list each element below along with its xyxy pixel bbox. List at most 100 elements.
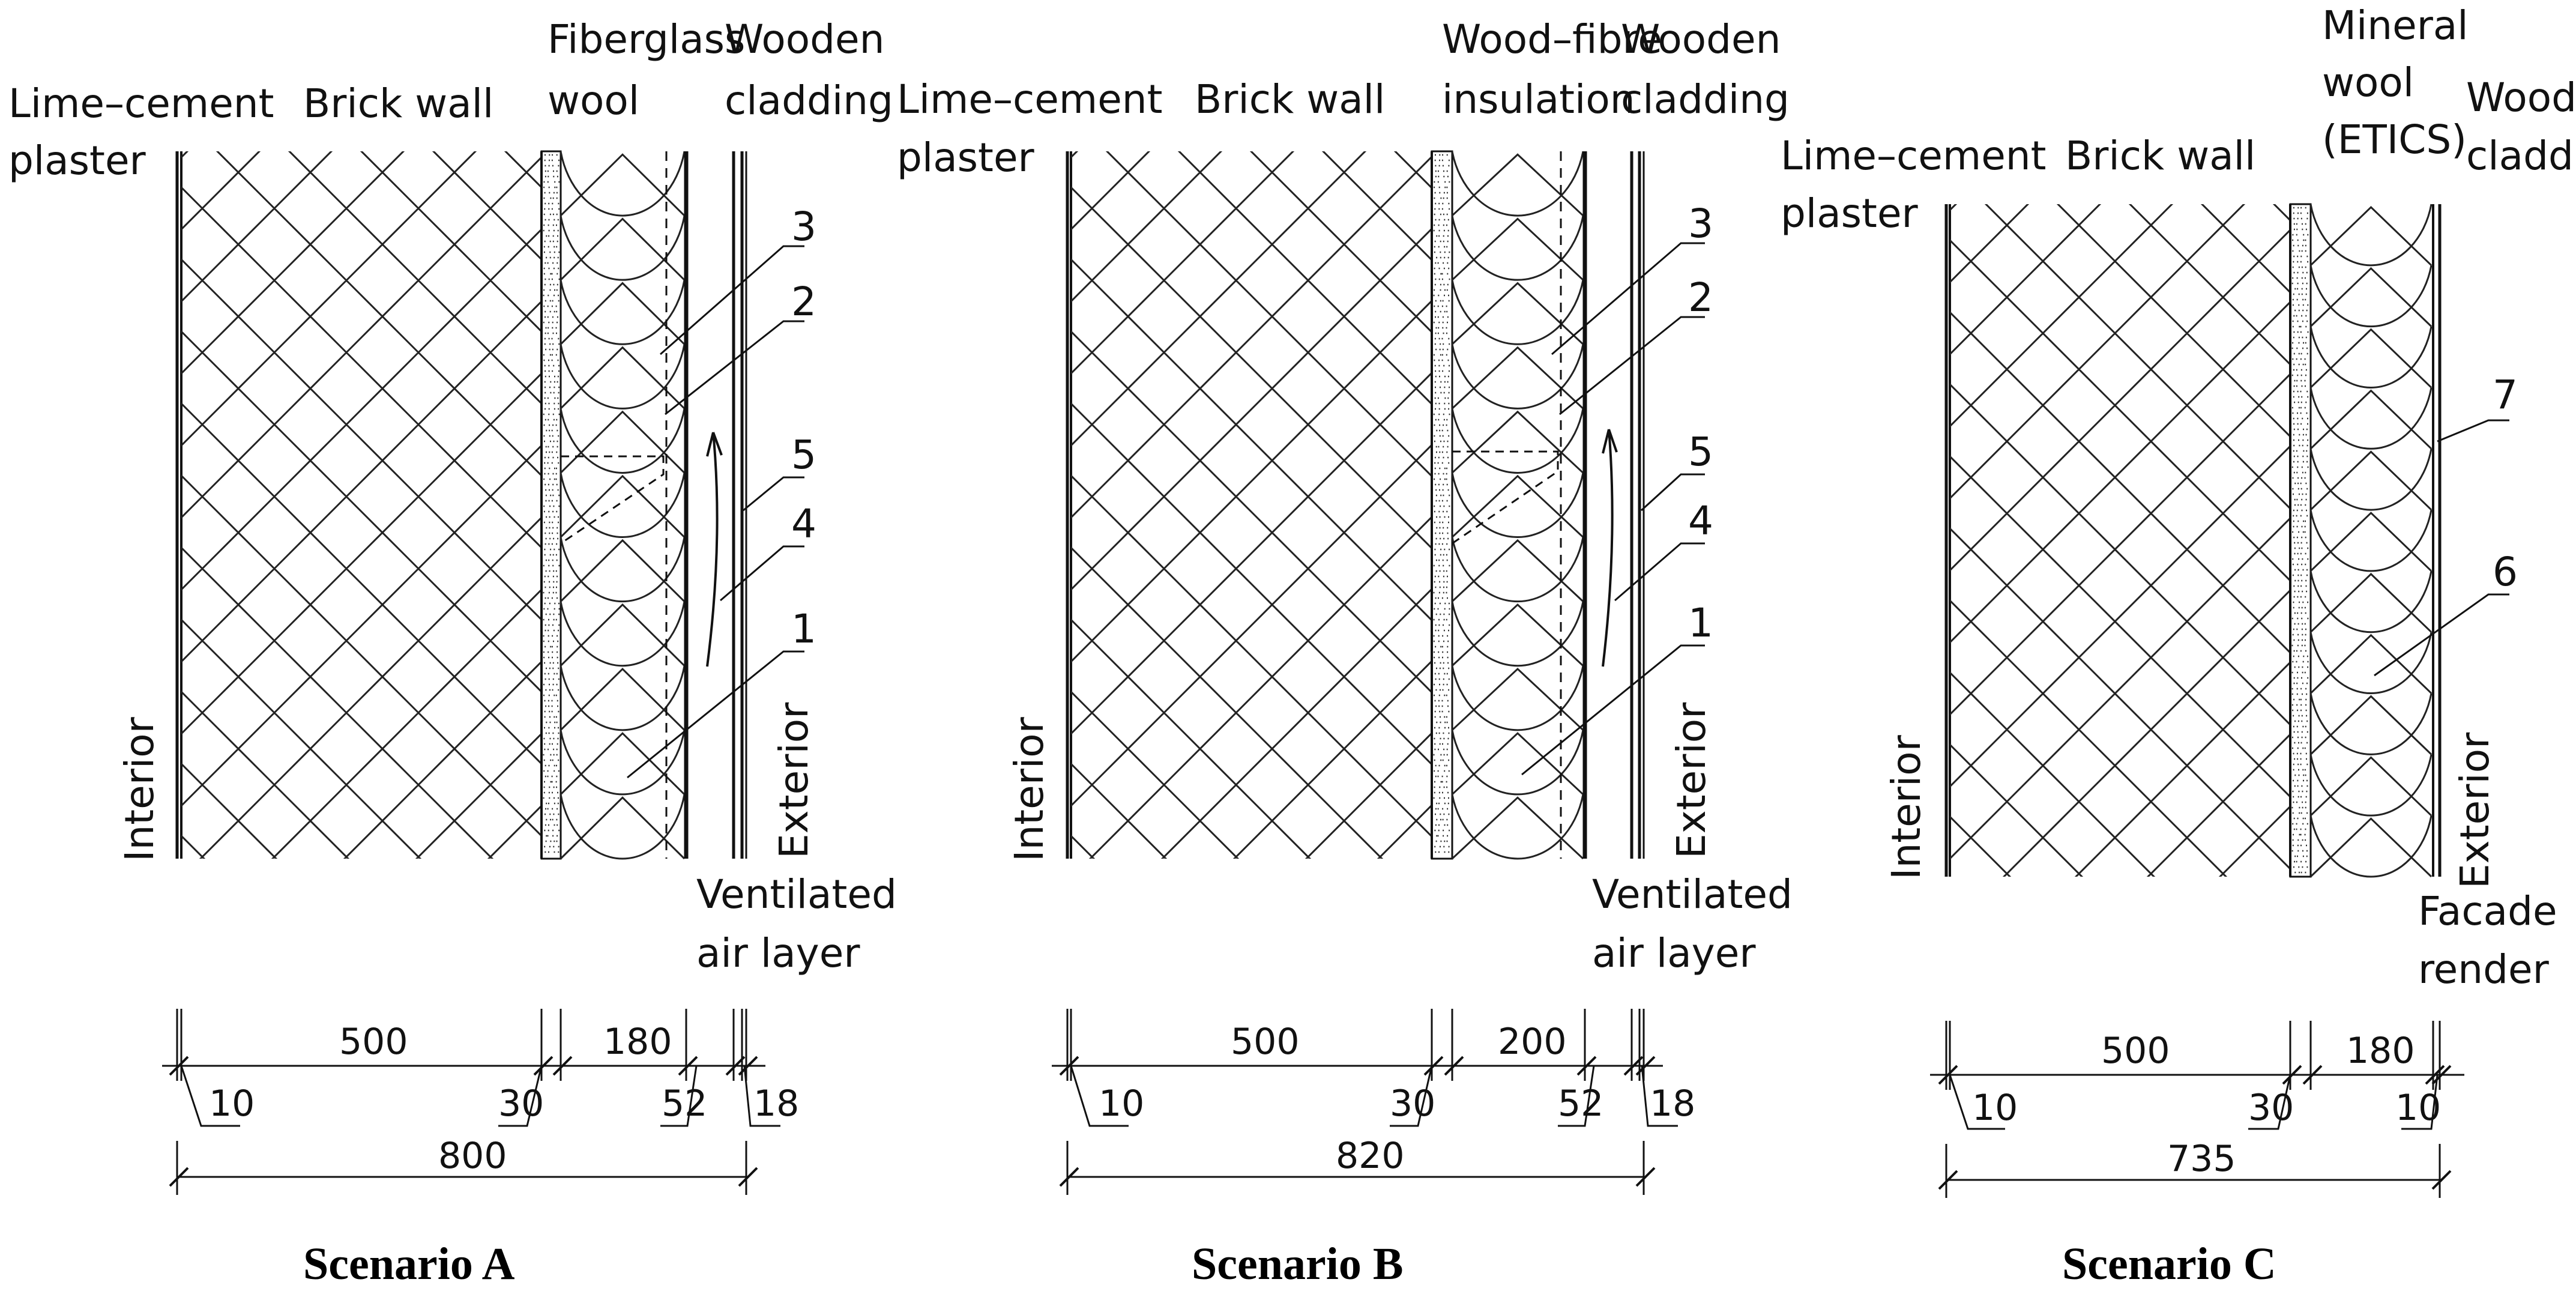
callout-4: 4 [1688, 498, 1713, 544]
adhesive-layer [1431, 150, 1453, 860]
dim-plaster: 10 [1972, 1087, 2018, 1129]
insulation-label-line2: insulation [1442, 76, 1635, 122]
brick-hatch [181, 151, 541, 859]
airflow-arrowhead [706, 432, 723, 457]
scenario-b: Lime–cement plaster Brick wall Wood–fibr… [897, 16, 1793, 1289]
insulation-label-line2: wool [2322, 59, 2414, 106]
callout-4-leader [1614, 542, 1705, 602]
bottom-label-line2: air layer [696, 930, 860, 976]
bottom-label-line1: Facade [2418, 888, 2557, 934]
exterior-label: Exterior [771, 702, 817, 859]
interior-label: Interior [1883, 734, 1929, 880]
plaster-label-line2: plaster [1781, 190, 1919, 237]
plaster-label-line1: Lime–cement [8, 80, 274, 127]
brick-hatch [1071, 151, 1432, 859]
airflow-arrowhead [1602, 429, 1618, 454]
dimension-ticks [1938, 1065, 2452, 1190]
callout-1-leader [1521, 644, 1705, 776]
plaster-label-line1: Lime–cement [1781, 133, 2047, 179]
callout-2: 2 [791, 279, 816, 325]
anchor-detail [1452, 450, 1559, 545]
scenario-c: Lime–cement plaster Brick wall Mineral w… [1781, 2, 2576, 1289]
adhesive-layer [2289, 203, 2312, 878]
callout-2-leader [665, 320, 804, 416]
insulation-label-line1: Wood–fibre [1442, 16, 1662, 62]
dim-render: 10 [2395, 1087, 2441, 1129]
dim-cladding: 18 [1650, 1083, 1695, 1125]
dim-brick: 500 [2101, 1030, 2170, 1072]
brick-hatch [1950, 204, 2290, 877]
scenario-caption: Scenario A [303, 1239, 515, 1289]
plaster-label-line2: plaster [8, 138, 146, 184]
scenario-caption: Scenario B [1192, 1239, 1404, 1289]
callout-3: 3 [1688, 201, 1713, 247]
callout-2-leader [1559, 316, 1705, 416]
adhesive-dots [2291, 207, 2309, 874]
brick-wall-label: Brick wall [2065, 133, 2255, 179]
exterior-label: Exterior [1668, 702, 1715, 859]
adhesive-layer [540, 150, 562, 860]
adhesive-dots [543, 154, 560, 853]
dim-plaster: 10 [209, 1083, 255, 1125]
callout-5: 5 [791, 432, 816, 478]
callout-7: 7 [2493, 372, 2518, 418]
callout-1-leader [627, 650, 804, 779]
dim-cladding: 18 [753, 1083, 799, 1125]
callout-3-leader [1551, 242, 1705, 355]
dim-total: 800 [438, 1135, 507, 1177]
dimension-lines [1930, 1021, 2464, 1198]
brick-hatch-lines [181, 151, 541, 859]
adhesive-stipple [543, 154, 560, 853]
brick-wall-layer [1950, 204, 2290, 877]
insulation-loops [1451, 151, 1584, 860]
insulation-label-line1: Mineral [2322, 2, 2469, 49]
plaster-label-line1: Lime–cement [897, 76, 1163, 122]
dim-insulation: 180 [2346, 1030, 2415, 1072]
dimension-ticks [169, 1056, 758, 1187]
interior-label: Interior [1006, 716, 1052, 862]
insulation-label-line3: (ETICS) [2322, 116, 2467, 163]
bottom-label-line1: Ventilated [1592, 871, 1793, 918]
insulation-label-line1: Fiberglass [547, 16, 745, 62]
cladding-label-line2: cladding [2466, 133, 2576, 179]
exterior-label: Exterior [2452, 732, 2498, 889]
callout-5-leader [743, 476, 804, 512]
insulation-label-line2: wool [547, 77, 639, 124]
dim-total: 735 [2167, 1138, 2236, 1180]
callout-2: 2 [1688, 274, 1713, 321]
dim-air-layer: 52 [662, 1083, 707, 1125]
dim-adhesive: 30 [498, 1083, 544, 1125]
brick-hatch-lines [1950, 204, 2290, 877]
cladding-label-line2: cladding [1621, 76, 1790, 122]
callout-6: 6 [2493, 549, 2518, 595]
dimension-lines [1052, 1009, 1678, 1195]
brick-wall-label: Brick wall [1195, 76, 1385, 122]
anchor-detail [560, 455, 665, 545]
brick-hatch-lines [1071, 151, 1432, 859]
callout-5-leader [1640, 473, 1705, 512]
brick-wall-label: Brick wall [303, 80, 493, 127]
bottom-label-line2: air layer [1592, 930, 1756, 976]
airflow-arrow [706, 432, 719, 667]
scenario-caption: Scenario C [2062, 1239, 2276, 1289]
dim-total: 820 [1336, 1135, 1405, 1177]
insulation-layer [2309, 204, 2433, 878]
bottom-label-line2: render [2418, 946, 2550, 993]
adhesive-stipple [1433, 154, 1450, 853]
callout-3-leader [660, 245, 804, 355]
adhesive-dots [1433, 154, 1450, 853]
dimension-ticks [1059, 1056, 1656, 1187]
dim-adhesive: 30 [2248, 1087, 2294, 1129]
cladding-label-line2: cladding [725, 77, 893, 124]
insulation-loops [2309, 204, 2433, 878]
insulation-layer [560, 151, 686, 860]
dim-air-layer: 52 [1558, 1083, 1603, 1125]
scenario-a: Lime–cement plaster Brick wall Fiberglas… [8, 16, 897, 1289]
dim-brick: 500 [339, 1021, 408, 1063]
callout-7-leader [2437, 419, 2509, 443]
callout-1: 1 [791, 606, 816, 652]
dim-plaster: 10 [1099, 1083, 1144, 1125]
bottom-label-line1: Ventilated [696, 871, 897, 918]
